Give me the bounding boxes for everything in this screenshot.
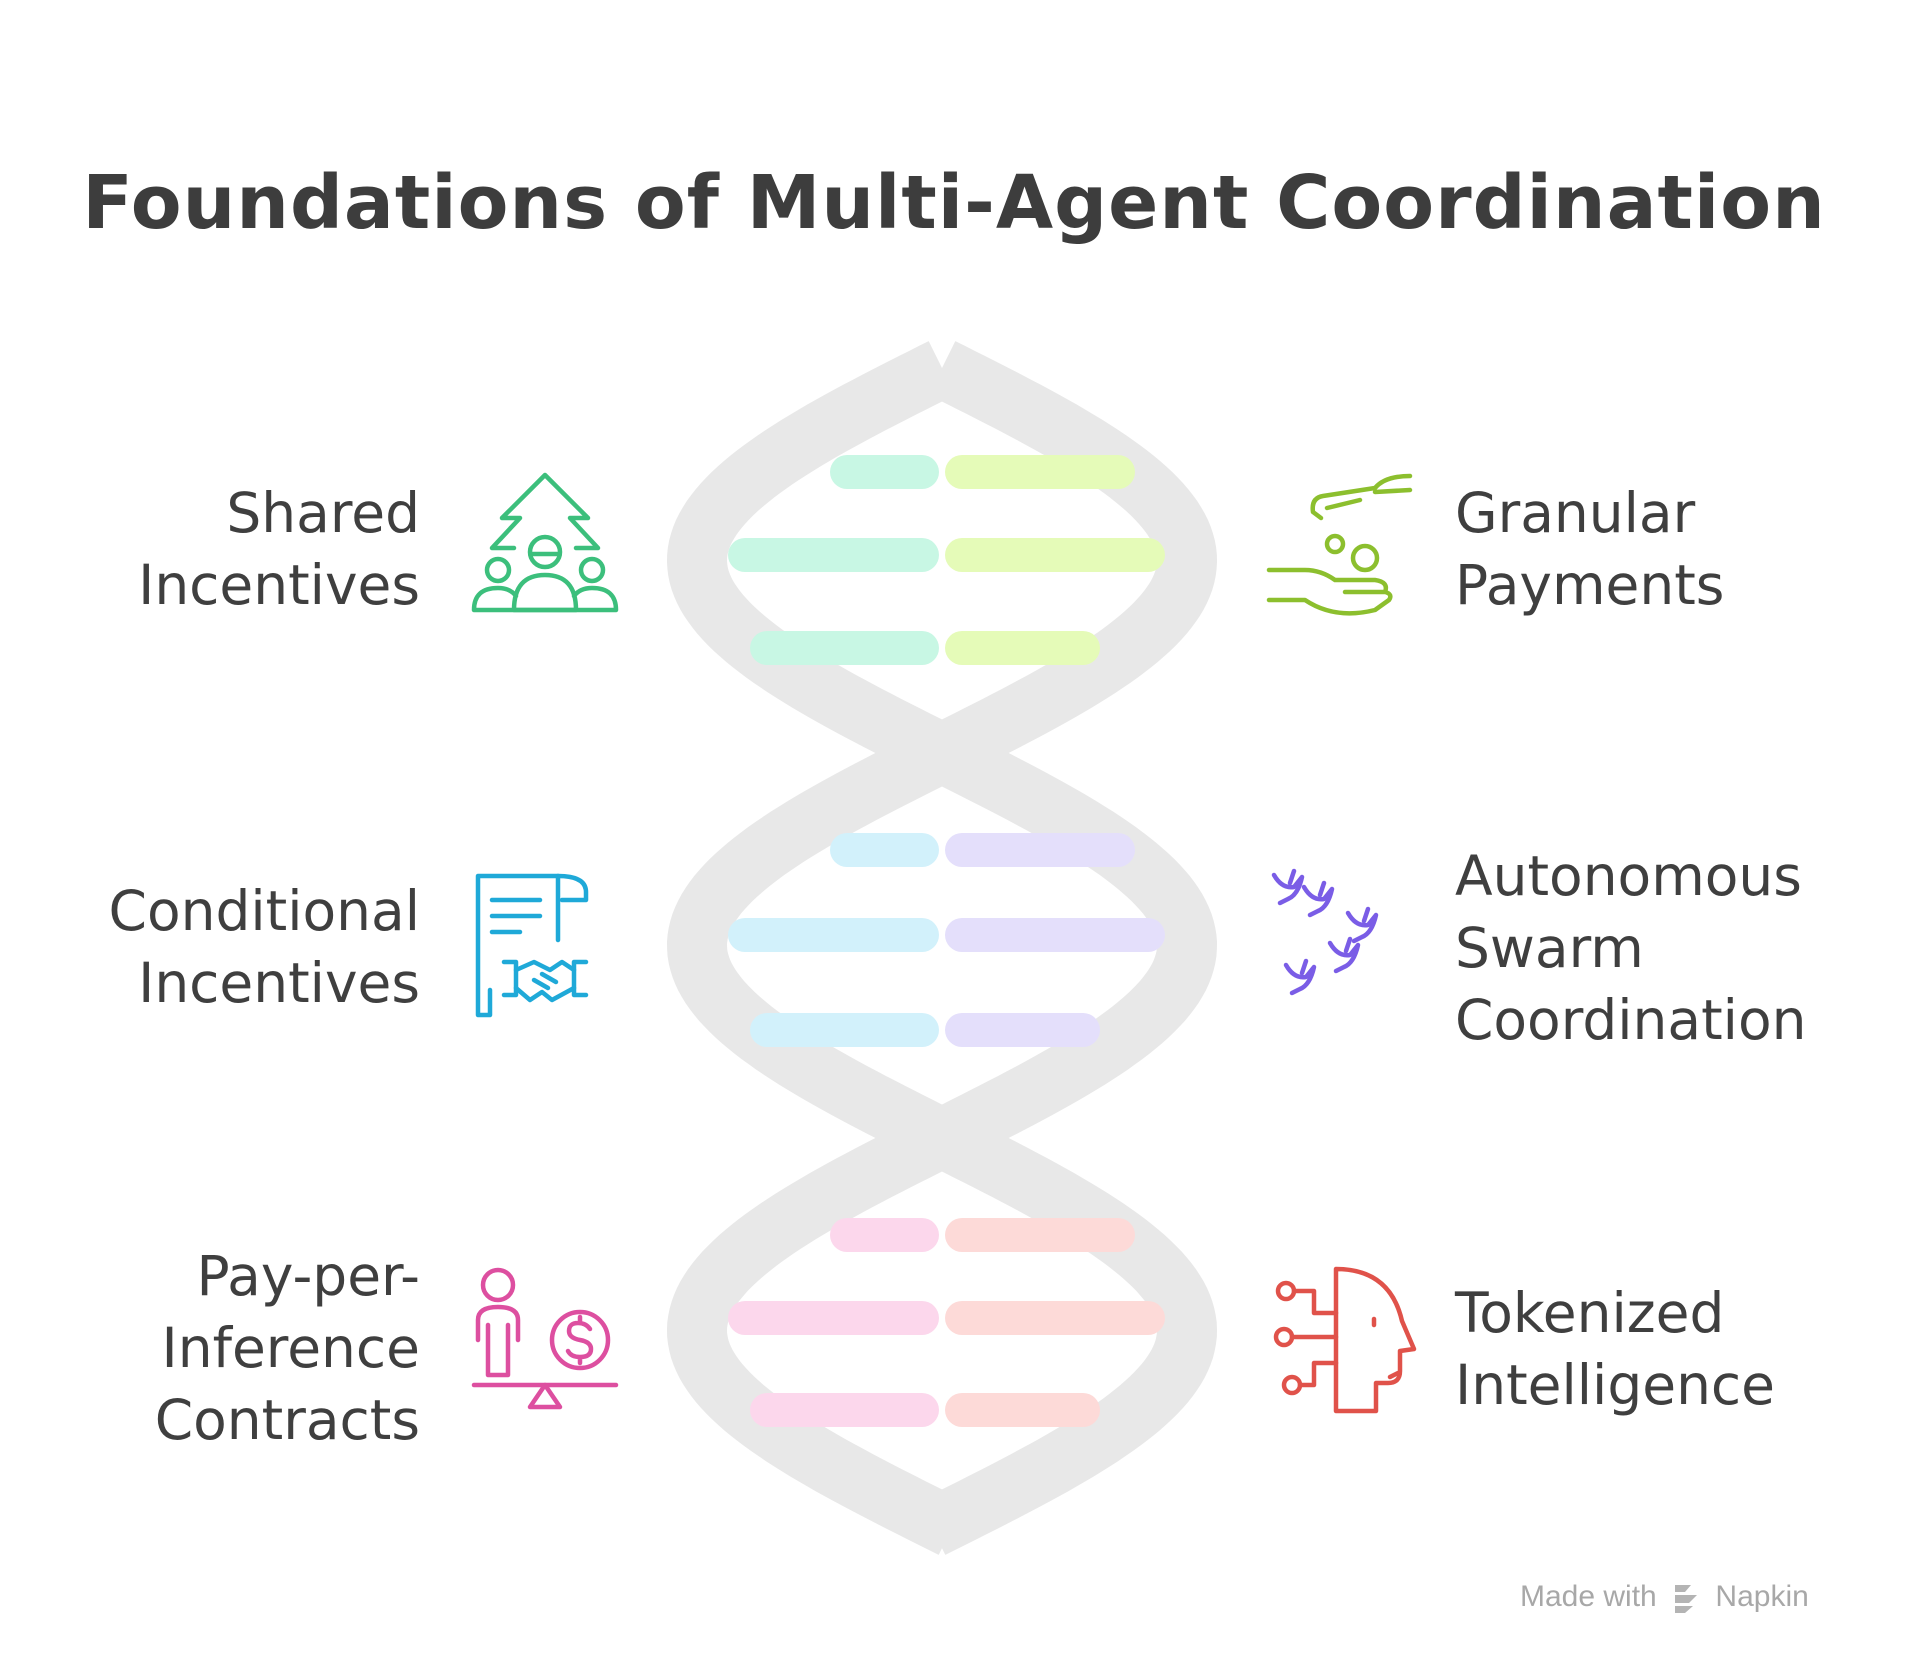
helix-rung-left-3-3	[750, 1393, 939, 1427]
hands-coins-icon	[1266, 473, 1413, 616]
helix-rung-right-3-3	[945, 1393, 1100, 1427]
bird-3	[1345, 906, 1379, 944]
helix-rung-right-3-2	[945, 1301, 1165, 1335]
page-title: Foundations of Multi-Agent Coordination	[82, 160, 1826, 246]
helix-rung-right-3-1	[945, 1218, 1135, 1252]
helix-rung-left-2-1	[830, 833, 939, 867]
label-autonomous-swarm-coordination: Autonomous Swarm Coordination	[1455, 844, 1807, 1052]
helix-rung-right-2-3	[945, 1013, 1100, 1047]
label-conditional-incentives: Conditional Incentives	[108, 879, 420, 1015]
person-coin-balance-icon	[471, 1267, 619, 1410]
label-tokenized-intelligence: Tokenized Intelligence	[1455, 1281, 1776, 1417]
helix-rung-right-1-1	[945, 455, 1135, 489]
napkin-logo-icon	[1675, 1585, 1698, 1614]
bird-5	[1283, 958, 1317, 996]
napkin-watermark: Made with Napkin	[1520, 1580, 1809, 1615]
helix-rung-left-2-3	[750, 1013, 939, 1047]
helix-strands	[666, 341, 1218, 1555]
bird-1	[1271, 868, 1305, 906]
helix-strand-1	[666, 341, 1218, 1555]
helix-rung-left-1-1	[830, 455, 939, 489]
helix-rungs	[728, 455, 1165, 1427]
label-granular-payments: Granular Payments	[1455, 481, 1725, 617]
people-growth-arrow-icon	[471, 472, 619, 613]
helix-rung-left-1-2	[728, 538, 939, 572]
bird-4	[1327, 936, 1361, 974]
helix-rung-left-2-2	[728, 918, 939, 952]
label-shared-incentives: Shared Incentives	[138, 481, 420, 617]
helix-rung-right-1-2	[945, 538, 1165, 572]
bird-2	[1301, 880, 1335, 918]
helix-rung-left-3-2	[728, 1301, 939, 1335]
helix-rung-right-2-1	[945, 833, 1135, 867]
contract-handshake-icon	[475, 873, 589, 1018]
helix-strand-2	[666, 341, 1218, 1555]
helix-rung-left-1-3	[750, 631, 939, 665]
helix-rung-right-1-3	[945, 631, 1100, 665]
bird-swarm-icon	[1271, 868, 1379, 996]
helix-rung-left-3-1	[830, 1218, 939, 1252]
helix-rung-right-2-2	[945, 918, 1165, 952]
label-pay-per-inference-contracts: Pay-per- Inference Contracts	[154, 1244, 420, 1452]
watermark-prefix: Made with	[1520, 1580, 1657, 1613]
circuit-head-icon	[1273, 1266, 1417, 1414]
watermark-brand: Napkin	[1715, 1580, 1809, 1613]
